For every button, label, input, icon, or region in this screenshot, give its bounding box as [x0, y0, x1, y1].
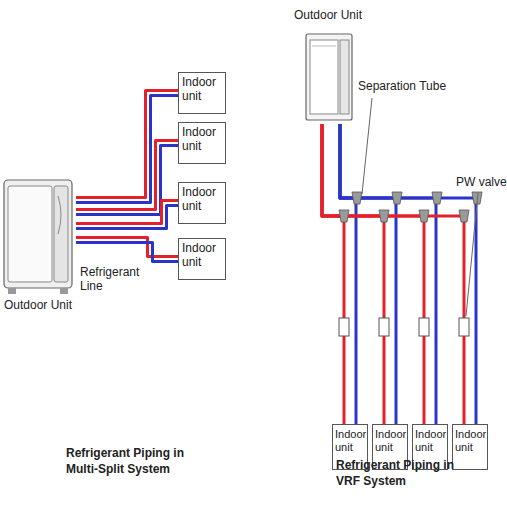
pw-valve	[459, 318, 469, 336]
separation-tubes	[339, 192, 482, 222]
separation-tube	[459, 192, 482, 222]
separation-tube	[419, 192, 442, 222]
separation-tube	[339, 192, 362, 222]
liquid-pipe	[322, 124, 464, 424]
pw-valve	[419, 318, 429, 336]
liquid-pipe	[322, 124, 424, 424]
outdoor-unit: Outdoor Unit	[2, 178, 76, 312]
caption: Refrigerant Piping in VRF System	[336, 458, 476, 489]
pw-valve	[339, 318, 349, 336]
pw-valve	[379, 318, 389, 336]
indoor-unit-box: Indoor unit	[178, 122, 226, 164]
gas-pipe	[340, 124, 396, 424]
refrigerant-pipe	[322, 124, 476, 424]
gas-pipe	[76, 206, 178, 229]
part-label: Refrigerant Line	[80, 266, 146, 294]
liquid-pipe	[322, 124, 384, 424]
outdoor-unit-illustration	[306, 34, 352, 120]
gas-pipe	[340, 124, 436, 424]
gas-pipe	[76, 96, 178, 203]
leader-line	[466, 193, 478, 316]
indoor-unit-box: Indoor unit	[178, 238, 226, 280]
unit-label: Indoor unit	[182, 186, 222, 214]
unit-label: Indoor unit	[335, 428, 365, 453]
part-label: PW valve	[456, 176, 506, 190]
liquid-pipe	[76, 238, 178, 257]
part-label: Separation Tube	[358, 80, 446, 94]
caption: Refrigerant Piping in Multi-Split System	[66, 446, 216, 477]
gas-pipe	[76, 243, 178, 262]
gas-pipe	[340, 124, 476, 424]
refrigerant-pipe	[76, 201, 178, 229]
unit-label: Outdoor Unit	[4, 298, 72, 312]
outdoor-unit: Outdoor Unit	[292, 8, 370, 124]
unit-label: Indoor unit	[415, 428, 445, 453]
separation-tube	[379, 192, 402, 222]
unit-label: Indoor unit	[182, 76, 222, 104]
outdoor-unit-illustration	[4, 180, 72, 294]
unit-label: Outdoor Unit	[294, 8, 362, 22]
refrigerant-pipe	[76, 238, 178, 262]
unit-label: Indoor unit	[455, 428, 485, 453]
gas-pipe	[340, 124, 356, 424]
unit-label: Indoor unit	[375, 428, 405, 453]
unit-label: Indoor unit	[182, 126, 222, 154]
liquid-pipe	[76, 201, 178, 224]
pw-valves	[339, 318, 469, 336]
indoor-unit-box: Indoor unit	[178, 72, 226, 114]
refrigerant-pipe	[322, 124, 396, 424]
unit-label: Indoor unit	[182, 242, 222, 270]
indoor-unit-box: Indoor unit	[178, 182, 226, 224]
indoor-unit-box: Indoor unit	[452, 424, 488, 470]
leader-line	[362, 98, 372, 194]
